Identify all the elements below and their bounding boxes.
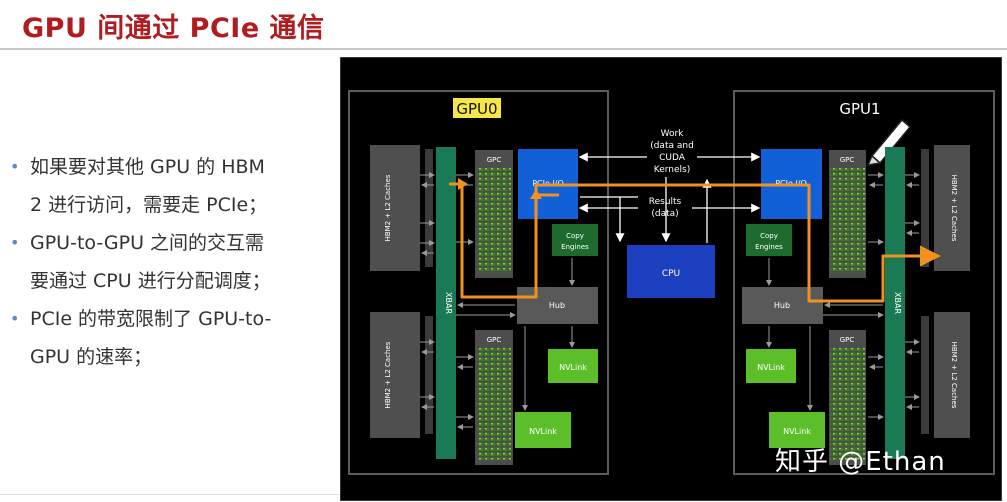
bullet-line: PCIe 的带宽限制了 GPU-to- <box>30 308 272 330</box>
hub-label: Hub <box>549 301 565 310</box>
gpc-label: GPC <box>487 336 502 344</box>
work-label-line: (data and <box>650 141 694 151</box>
cpu-label: CPU <box>662 269 680 279</box>
nvlink-label: NVLink <box>529 427 557 436</box>
gpu0-xbar: XBAR <box>436 147 456 459</box>
zhihu-watermark: 知乎 @Ethan <box>775 447 946 477</box>
nvlink-label: NVLink <box>559 363 587 372</box>
copy-engines-label: Copy <box>566 232 584 240</box>
bullet-dot-icon: • <box>10 233 20 252</box>
gpu0-copy-engines: Copy Engines <box>552 224 598 256</box>
bullet-item-hbm-access: • 如果要对其他 GPU 的 HBM 2 进行访问，需要走 PCIe； <box>6 148 326 224</box>
gpu1-gpc-top: GPC <box>829 150 866 278</box>
hbm-label: HBM2 + L2 Caches <box>950 342 958 409</box>
nvlink-label: NVLink <box>783 427 811 436</box>
gpu0-gpc-top: GPC <box>475 150 513 278</box>
copy-engines-label: Engines <box>561 243 589 251</box>
hub-label: Hub <box>774 301 790 310</box>
copy-engines-label: Copy <box>760 232 778 240</box>
bullet-item-pcie-bandwidth: • PCIe 的带宽限制了 GPU-to- GPU 的速率； <box>6 300 326 376</box>
gpu0-hbm-bottom: HBM2 + L2 Caches <box>370 312 420 438</box>
host-arrows <box>578 152 761 243</box>
work-label-line: CUDA <box>659 153 686 163</box>
title-divider <box>0 48 1007 50</box>
work-label-line: Work <box>661 129 685 139</box>
bullet-line: 如果要对其他 GPU 的 HBM <box>30 156 265 178</box>
gpu1-label: GPU1 <box>839 100 880 118</box>
gpu1-internal-arrows <box>766 172 920 420</box>
xbar-label: XBAR <box>893 292 902 314</box>
gpu0-internal-arrows <box>420 172 575 430</box>
gpu0-hub: Hub <box>517 287 598 324</box>
bullet-item-cpu-scheduling: • GPU-to-GPU 之间的交互需要通过 CPU 进行分配调度； <box>6 224 326 300</box>
gpu0-memory-stripes <box>425 149 433 434</box>
gpu0-hbm-top: HBM2 + L2 Caches <box>370 145 420 271</box>
gpc-label: GPC <box>840 156 855 164</box>
gpu1-hbm-bottom: HBM2 + L2 Caches <box>934 312 970 438</box>
gpu0-nvlink-lower: NVLink <box>515 412 571 448</box>
gpc-label: GPC <box>840 336 855 344</box>
nvlink-label: NVLink <box>757 363 785 372</box>
gpu0-title-highlight <box>453 98 501 118</box>
bullet-dot-icon: • <box>10 157 20 176</box>
results-label-line: (data) <box>651 209 678 219</box>
gpu0-label: GPU0 <box>456 100 497 118</box>
bullet-dot-icon: • <box>10 309 20 328</box>
gpu1-hub: Hub <box>742 287 823 324</box>
gpu1-memory-stripes <box>921 149 929 434</box>
hbm-label: HBM2 + L2 Caches <box>950 175 958 242</box>
hbm-label: HBM2 + L2 Caches <box>384 341 392 408</box>
gpu1-hbm-top: HBM2 + L2 Caches <box>934 145 970 271</box>
bullet-line: GPU-to-GPU 之间的交互需 <box>30 232 265 254</box>
slide-title: GPU 间通过 PCIe 通信 <box>22 13 325 44</box>
gpu1-copy-engines: Copy Engines <box>746 224 792 256</box>
results-label-line: Results <box>649 197 682 207</box>
bullet-line: 要通过 CPU 进行分配调度； <box>30 270 271 292</box>
gpu1-xbar: XBAR <box>885 147 905 459</box>
footer-divider <box>0 494 340 495</box>
gpu0-nvlink-upper: NVLink <box>548 349 598 383</box>
cpu-block: CPU <box>627 245 715 298</box>
work-label-line: Kernels) <box>654 165 690 175</box>
bullet-list: • 如果要对其他 GPU 的 HBM 2 进行访问，需要走 PCIe； • GPU-t… <box>6 148 326 376</box>
bullet-line: 2 进行访问，需要走 PCIe； <box>30 194 268 216</box>
gpu-pcie-diagram: GPU0 GPU1 HBM2 + L2 Caches HBM2 + L2 Cac… <box>340 57 1002 501</box>
hbm-label: HBM2 + L2 Caches <box>384 174 392 241</box>
copy-engines-label: Engines <box>755 243 783 251</box>
work-label: Work (data and CUDA Kernels) <box>650 129 694 175</box>
orange-arrowheads <box>458 178 542 199</box>
gpc-label: GPC <box>487 156 502 164</box>
xbar-label: XBAR <box>444 292 453 314</box>
gpu1-nvlink-upper: NVLink <box>746 349 796 383</box>
pen-annotation-icon <box>866 118 912 166</box>
bullet-line: GPU 的速率； <box>30 346 153 368</box>
results-label: Results (data) <box>649 197 682 219</box>
gpu1-gpc-bottom: GPC <box>829 330 866 465</box>
gpu0-gpc-bottom: GPC <box>475 330 513 465</box>
gpu1-nvlink-lower: NVLink <box>769 412 825 448</box>
